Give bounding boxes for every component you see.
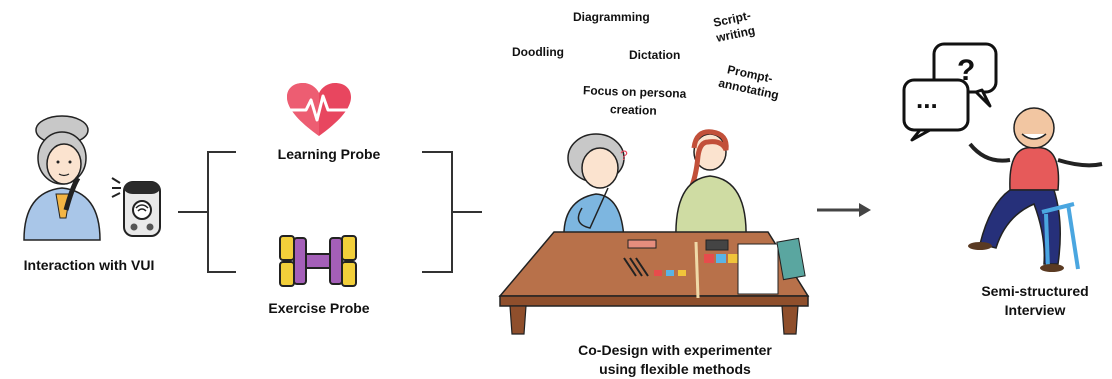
interview-label-line2: Interview <box>1004 302 1066 318</box>
heart-pulse-icon <box>287 83 351 136</box>
method-diagramming: Diagramming <box>573 10 650 24</box>
co-design-label-line2: using flexible methods <box>599 361 751 377</box>
interview-label-line1: Semi-structured <box>981 283 1089 299</box>
method-dictation: Dictation <box>629 48 681 62</box>
elderly-man-illustration <box>968 107 1103 272</box>
speech-bubbles-icon: ? ... <box>902 42 998 142</box>
method-persona-line2: creation <box>609 102 657 118</box>
elderly-woman-illustration <box>23 115 101 241</box>
smart-speaker-icon <box>123 181 161 237</box>
sound-lines-icon <box>111 177 121 198</box>
learning-probe-label: Learning Probe <box>277 146 381 162</box>
dumbbell-icon <box>279 235 357 287</box>
method-doodling: Doodling <box>512 45 564 59</box>
vui-stage-label: Interaction with VUI <box>23 257 155 273</box>
ellipsis-glyph: ... <box>916 84 938 114</box>
exercise-probe-label: Exercise Probe <box>268 300 370 316</box>
co-design-label-line1: Co-Design with experimenter <box>578 342 772 358</box>
flow-arrow <box>817 203 871 217</box>
svg-text:?: ? <box>620 147 628 163</box>
co-design-scene-illustration: ? <box>498 129 810 335</box>
question-mark-glyph: ? <box>957 54 975 87</box>
